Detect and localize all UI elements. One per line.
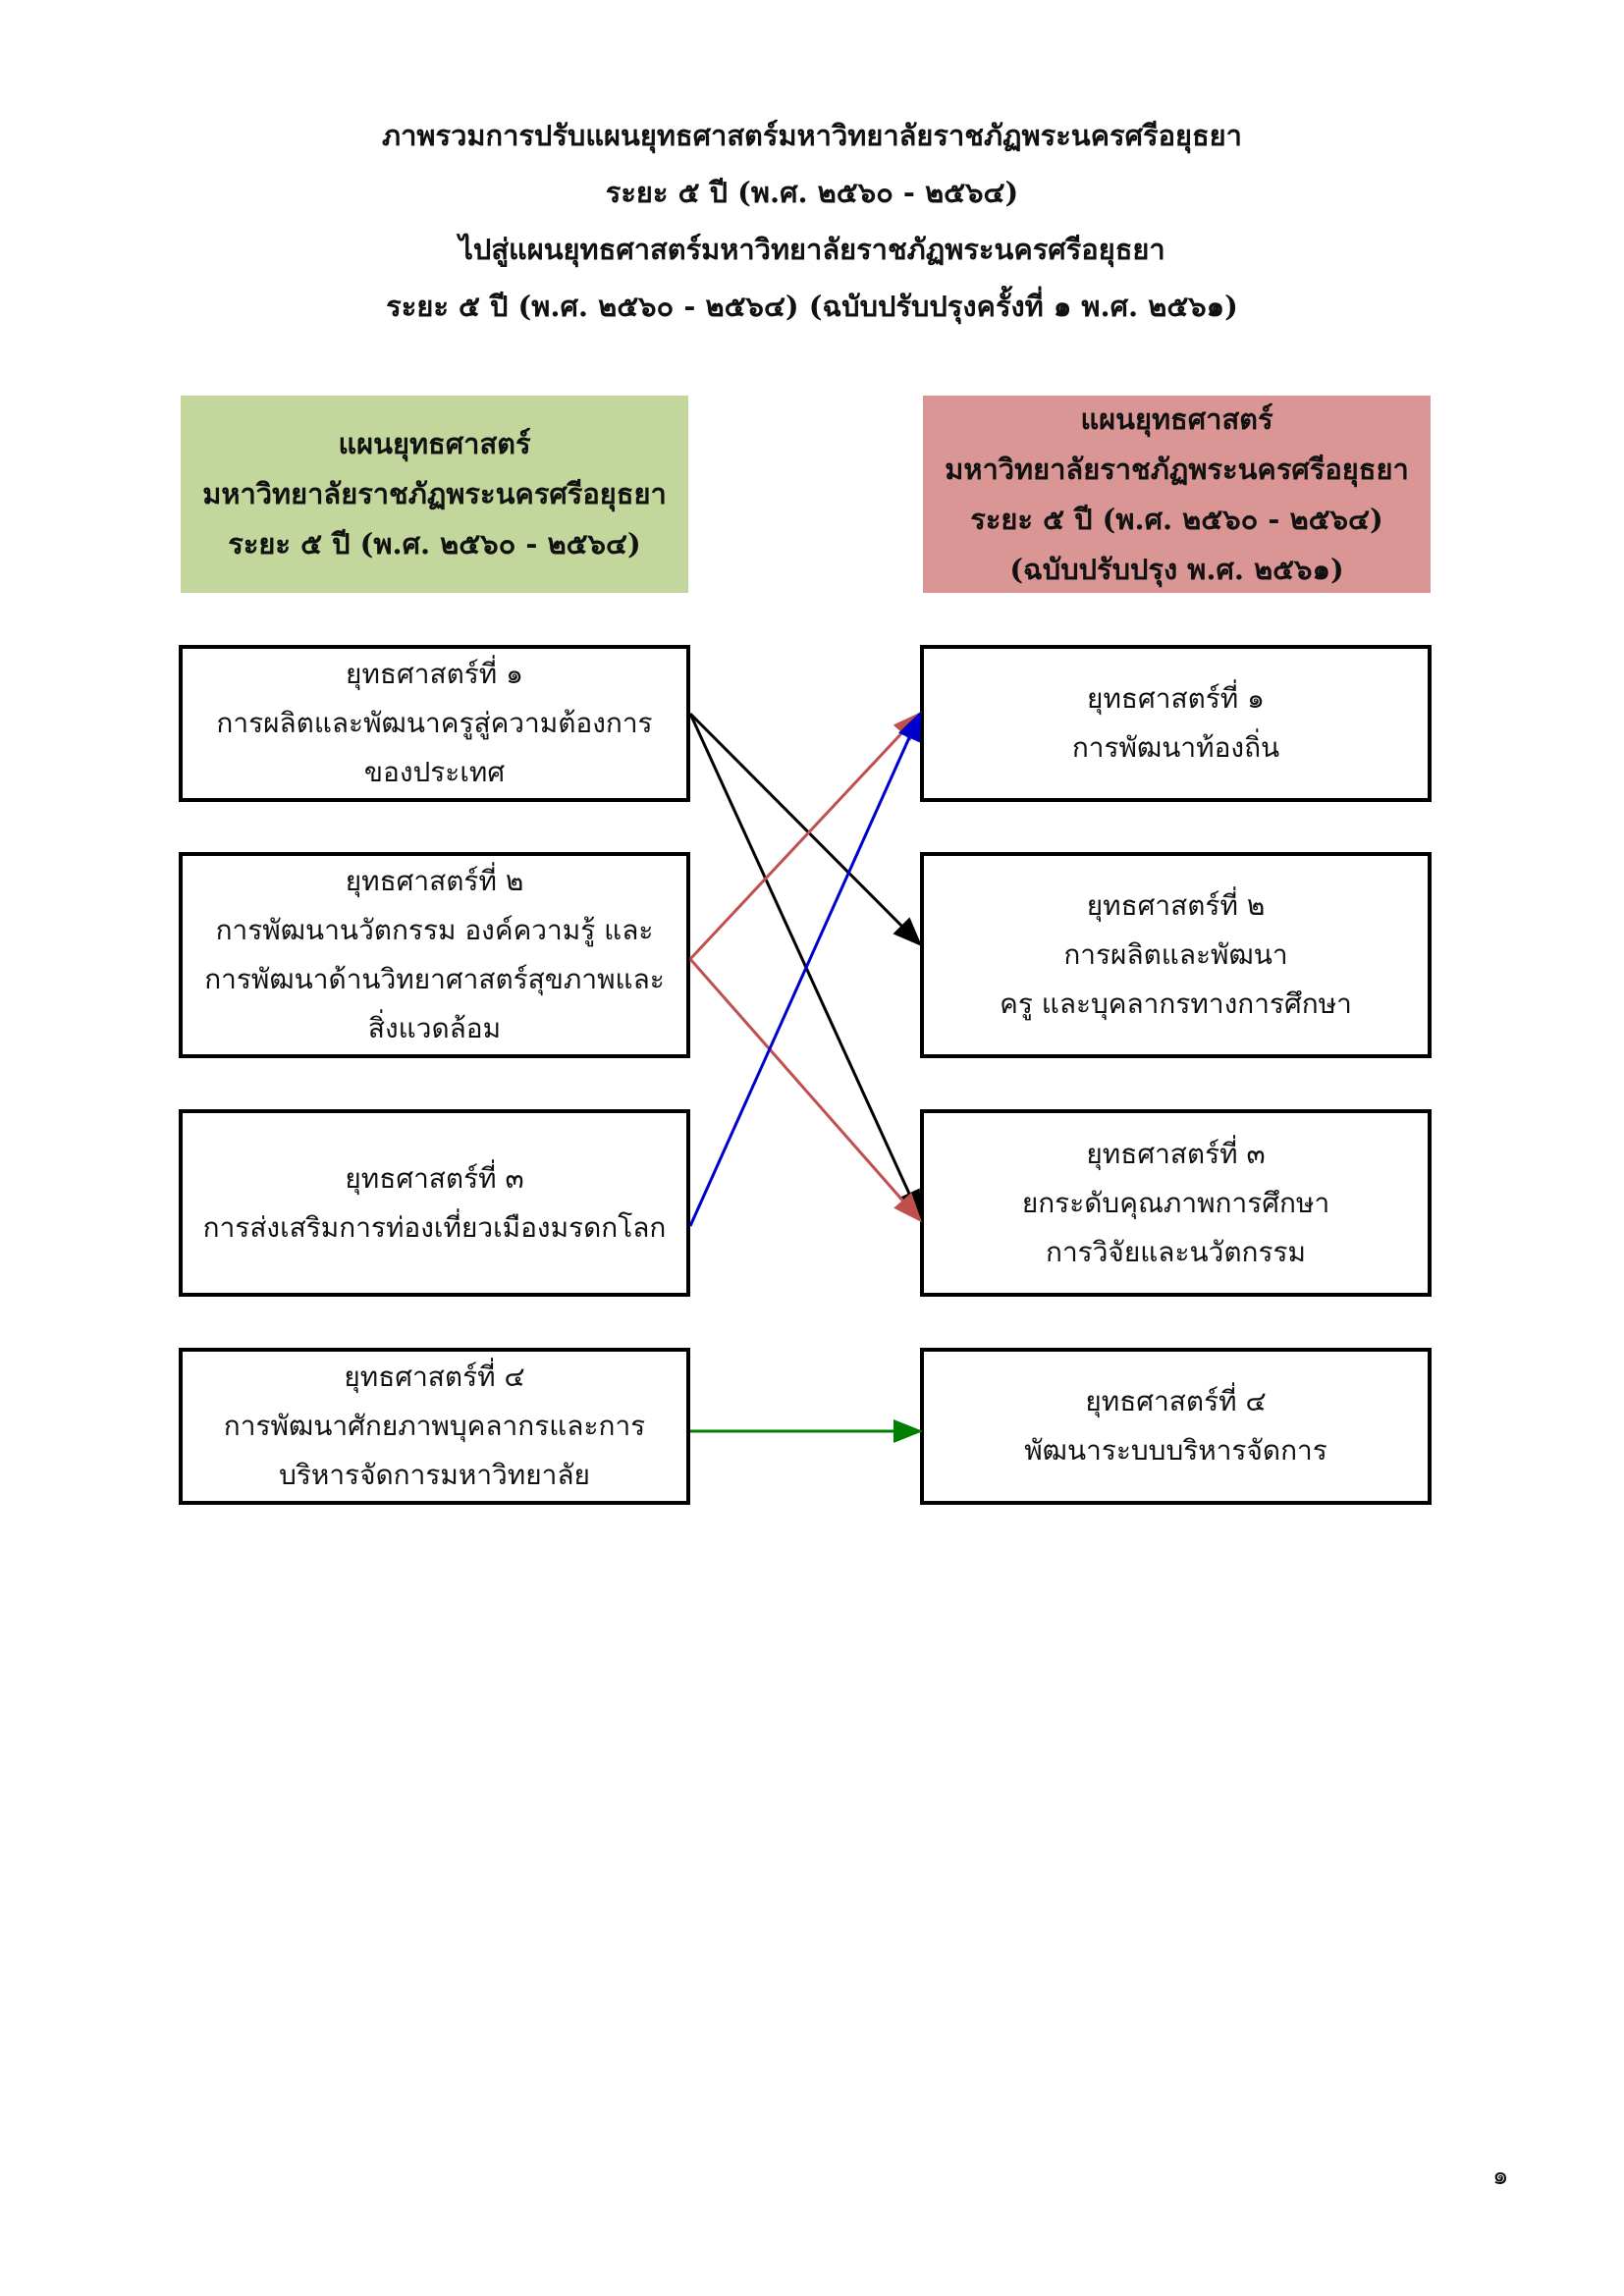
box-line: การพัฒนาด้านวิทยาศาสตร์สุขภาพและ	[204, 963, 665, 995]
box-line: การผลิตและพัฒนา	[1063, 938, 1288, 971]
right-header-line: แผนยุทธศาสตร์	[1080, 401, 1273, 436]
title-line-2: ระยะ ๕ ปี (พ.ศ. ๒๕๖๐ - ๒๕๖๔)	[605, 176, 1019, 209]
left-strategy-1: ยุทธศาสตร์ที่ ๑ การผลิตและพัฒนาครูสู่ควา…	[179, 645, 690, 802]
box-line: ครู และบุคลากรทางการศึกษา	[1000, 988, 1352, 1020]
right-strategy-1: ยุทธศาสตร์ที่ ๑ การพัฒนาท้องถิ่น	[920, 645, 1432, 802]
left-strategy-4: ยุทธศาสตร์ที่ ๔ การพัฒนาศักยภาพบุคลากรแล…	[179, 1348, 690, 1505]
box-line: การพัฒนาท้องถิ่น	[1071, 731, 1280, 764]
connection-arrow	[688, 711, 922, 1227]
left-plan-header: แผนยุทธศาสตร์ มหาวิทยาลัยราชภัฏพระนครศรี…	[181, 396, 688, 593]
right-strategy-4: ยุทธศาสตร์ที่ ๔ พัฒนาระบบบริหารจัดการ	[920, 1348, 1432, 1505]
right-header-line: ระยะ ๕ ปี (พ.ศ. ๒๕๖๐ - ๒๕๖๔)	[970, 502, 1383, 536]
page-number: ๑	[1492, 2162, 1509, 2191]
connection-arrow	[688, 713, 922, 1220]
box-line: ยุทธศาสตร์ที่ ๓	[345, 1161, 524, 1195]
connection-arrow	[688, 712, 923, 947]
left-header-line: ระยะ ๕ ปี (พ.ศ. ๒๕๖๐ - ๒๕๖๔)	[228, 527, 641, 561]
box-line: การพัฒนานวัตกรรม องค์ความรู้ และ	[215, 914, 654, 946]
box-line: ของประเทศ	[363, 756, 506, 788]
connection-arrow	[688, 958, 922, 1223]
box-line: สิ่งแวดล้อม	[367, 1012, 502, 1044]
box-line: การวิจัยและนวัตกรรม	[1045, 1235, 1307, 1268]
left-header-line: มหาวิทยาลัยราชภัฏพระนครศรีอยุธยา	[202, 477, 667, 510]
box-line: ยุทธศาสตร์ที่ ๒	[345, 865, 524, 897]
title-line-1: ภาพรวมการปรับแผนยุทธศาสตร์มหาวิทยาลัยราช…	[382, 119, 1242, 152]
right-header-line: มหาวิทยาลัยราชภัฏพระนครศรีอยุธยา	[945, 452, 1409, 486]
left-strategy-3: ยุทธศาสตร์ที่ ๓ การส่งเสริมการท่องเที่ยว…	[179, 1109, 690, 1297]
left-strategy-2: ยุทธศาสตร์ที่ ๒ การพัฒนานวัตกรรม องค์ควา…	[179, 852, 690, 1058]
box-line: ยุทธศาสตร์ที่ ๑	[1087, 682, 1265, 715]
box-line: การส่งเสริมการท่องเที่ยวเมืองมรดกโลก	[202, 1210, 667, 1244]
connection-arrow	[688, 711, 923, 961]
title-line-3: ไปสู่แผนยุทธศาสตร์มหาวิทยาลัยราชภัฏพระนค…	[459, 233, 1165, 266]
title-line-4: ระยะ ๕ ปี (พ.ศ. ๒๕๖๐ - ๒๕๖๔) (ฉบับปรับปร…	[386, 290, 1238, 323]
right-strategy-2: ยุทธศาสตร์ที่ ๒ การผลิตและพัฒนา ครู และบ…	[920, 852, 1432, 1058]
box-line: ยกระดับคุณภาพการศึกษา	[1021, 1186, 1330, 1219]
box-line: บริหารจัดการมหาวิทยาลัย	[279, 1459, 590, 1491]
right-strategy-3: ยุทธศาสตร์ที่ ๓ ยกระดับคุณภาพการศึกษา กา…	[920, 1109, 1432, 1297]
left-header-line: แผนยุทธศาสตร์	[338, 427, 531, 460]
box-line: ยุทธศาสตร์ที่ ๒	[1086, 889, 1266, 922]
box-line: การพัฒนาศักยภาพบุคลากรและการ	[223, 1410, 646, 1442]
box-line: ยุทธศาสตร์ที่ ๔	[344, 1361, 525, 1393]
box-line: ยุทธศาสตร์ที่ ๑	[346, 658, 523, 690]
right-header-line: (ฉบับปรับปรุง พ.ศ. ๒๕๖๑)	[1009, 552, 1344, 586]
box-line: ยุทธศาสตร์ที่ ๔	[1085, 1385, 1267, 1417]
box-line: ยุทธศาสตร์ที่ ๓	[1086, 1137, 1266, 1170]
box-line: การผลิตและพัฒนาครูสู่ความต้องการ	[216, 707, 653, 739]
right-plan-header: แผนยุทธศาสตร์ มหาวิทยาลัยราชภัฏพระนครศรี…	[923, 396, 1431, 593]
box-line: พัฒนาระบบบริหารจัดการ	[1024, 1434, 1327, 1467]
